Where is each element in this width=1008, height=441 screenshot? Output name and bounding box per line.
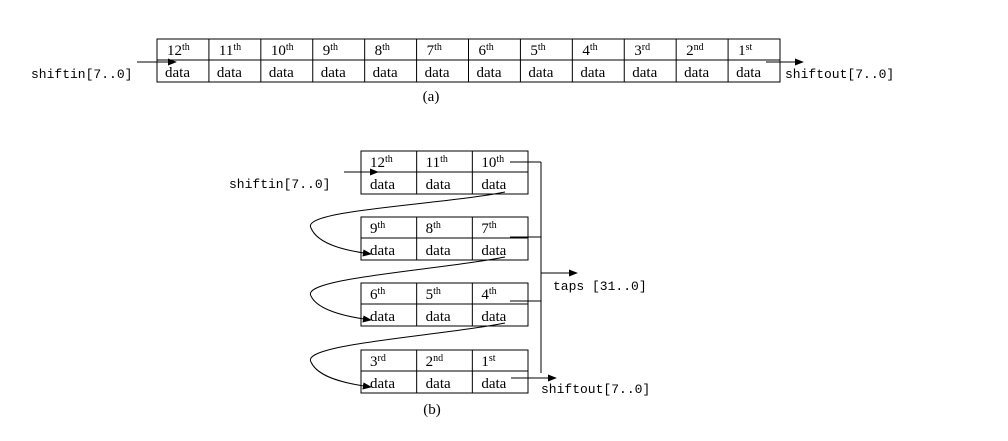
register-b-ordinal: 4th [481,286,496,303]
register-b-ordinal: 6th [370,286,385,303]
wrap-curve-row2-to-row3 [310,256,506,323]
diagram-b: 12th data 11th data 10th data 9th data 8th data 7t… [229,150,650,418]
wrap-curve-row3-to-row4 [310,322,506,390]
register-b-data-label: data [481,309,506,325]
register-a-ordinal: 11th [219,42,241,59]
register-a-data-label: data [425,65,450,81]
register-a-data-label: data [269,65,294,81]
register-b-data-label: data [426,243,451,259]
register-b-ordinal: 2nd [426,353,444,370]
register-b-row: 9th data 8th data 7th data [360,216,529,261]
register-b-ordinal: 9th [370,220,385,237]
register-a-ordinal: 4th [582,42,597,59]
register-a-data-label: data [321,65,346,81]
register-b-rows: 12th data 11th data 10th data 9th data 8th data 7t… [360,150,529,394]
caption-a: (a) [423,89,440,105]
register-a-data-label: data [477,65,502,81]
register-a-ordinal: 12th [167,42,190,59]
register-b-data-label: data [370,376,395,392]
register-a-cells: 12th data 11th data 10th data 9th data 8th data 7t… [157,39,780,82]
register-a-data-label: data [632,65,657,81]
register-b-data-label: data [370,177,395,193]
register-a-ordinal: 5th [530,42,545,59]
shiftin-label-a: shiftin[7..0] [31,67,132,82]
register-a-data-label: data [580,65,605,81]
register-a-ordinal: 6th [479,42,494,59]
register-a-ordinal: 2nd [686,42,704,59]
register-b-ordinal: 3rd [370,353,386,370]
register-b-data-label: data [481,243,506,259]
register-a-data-label: data [217,65,242,81]
register-b-ordinal: 7th [481,220,496,237]
taps-bus [510,161,578,373]
register-a-data-label: data [528,65,553,81]
register-b-ordinal: 10th [481,154,504,171]
shiftout-label-a: shiftout[7..0] [785,67,894,82]
diagram-a: 12th data 11th data 10th data 9th data 8th data 7t… [31,38,894,105]
register-b-data-label: data [426,309,451,325]
register-b-row: 6th data 5th data 4th data [360,282,529,327]
register-a-ordinal: 7th [427,42,442,59]
register-b-data-label: data [370,243,395,259]
register-b-data-label: data [426,177,451,193]
register-a-ordinal: 10th [271,42,294,59]
register-b-ordinal: 11th [426,154,448,171]
register-b-row: 3rd data 2nd data 1st data [360,349,529,394]
shiftout-label-b: shiftout[7..0] [541,382,650,397]
register-b-ordinal: 1st [481,353,495,370]
register-b-data-label: data [481,177,506,193]
register-a-data-label: data [373,65,398,81]
taps-label: taps [31..0] [553,279,647,294]
register-a-data-label: data [684,65,709,81]
register-b-data-label: data [481,376,506,392]
register-b-ordinal: 5th [426,286,441,303]
shiftin-label-b: shiftin[7..0] [229,177,330,192]
register-a-data-label: data [165,65,190,81]
register-b-ordinal: 12th [370,154,393,171]
caption-b: (b) [423,402,441,418]
register-b-data-label: data [370,309,395,325]
register-a-ordinal: 8th [375,42,390,59]
register-a-data-label: data [736,65,761,81]
register-b-ordinal: 8th [426,220,441,237]
register-b-row: 12th data 11th data 10th data [360,150,529,195]
register-a-ordinal: 3rd [634,42,650,59]
register-a-ordinal: 9th [323,42,338,59]
register-b-data-label: data [426,376,451,392]
register-a-ordinal: 1st [738,42,752,59]
wrap-curve-row1-to-row2 [310,191,506,257]
